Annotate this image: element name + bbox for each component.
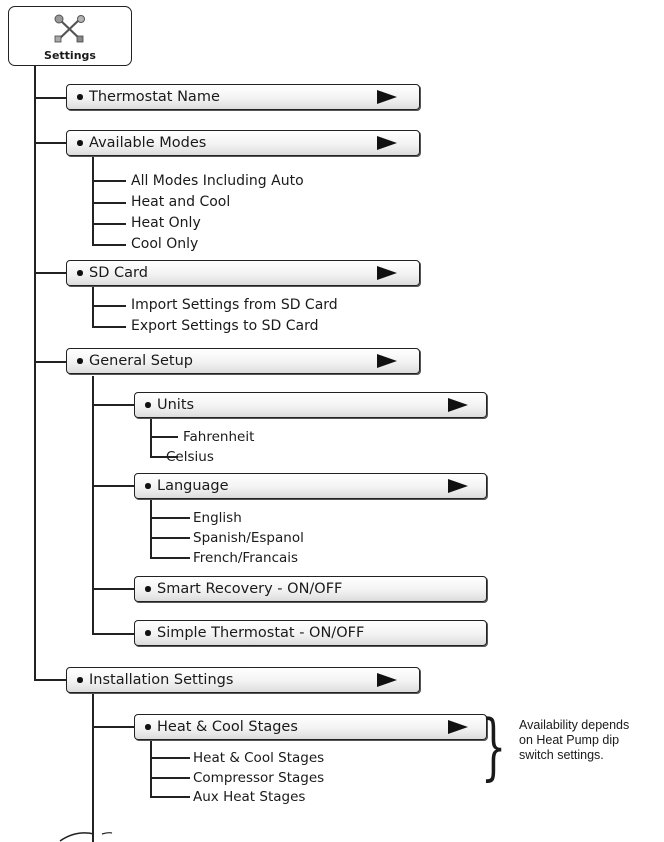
language-button[interactable]: Language	[134, 473, 487, 499]
stage-option-aux-heat: Aux Heat Stages	[193, 789, 306, 805]
general-branch-language	[92, 485, 134, 487]
general-branch-simple	[92, 633, 134, 635]
sd-vline	[92, 287, 94, 327]
language-vline	[150, 500, 152, 558]
units-branch-2	[150, 456, 178, 458]
simple-thermostat-button[interactable]: Simple Thermostat - ON/OFF	[134, 620, 487, 646]
stages-branch-1	[150, 757, 190, 759]
units-button[interactable]: Units	[134, 392, 487, 418]
trunk-line	[34, 66, 36, 680]
bullet-icon	[77, 270, 83, 276]
play-arrow-icon	[377, 354, 397, 368]
play-arrow-icon	[448, 398, 468, 412]
branch-general-setup	[34, 361, 66, 363]
available-modes-button[interactable]: Available Modes	[66, 130, 420, 156]
thermostat-name-button[interactable]: Thermostat Name	[66, 84, 420, 110]
bullet-icon	[145, 630, 151, 636]
simple-thermostat-label: Simple Thermostat - ON/OFF	[157, 625, 365, 641]
stages-branch-2	[150, 777, 190, 779]
note-line-3: switch settings.	[519, 748, 604, 762]
bullet-icon	[77, 358, 83, 364]
play-arrow-icon	[377, 136, 397, 150]
language-option-french: French/Francais	[193, 550, 299, 566]
bullet-icon	[77, 94, 83, 100]
units-vline	[150, 419, 152, 457]
note-line-2: on Heat Pump dip	[519, 733, 620, 747]
mode-option-heat-cool: Heat and Cool	[131, 194, 231, 210]
play-arrow-icon	[377, 266, 397, 280]
play-arrow-icon	[377, 673, 397, 687]
note-line-1: Availability depends	[519, 718, 630, 732]
installation-settings-label: Installation Settings	[89, 672, 234, 688]
bullet-icon	[145, 724, 151, 730]
stage-option-compressor: Compressor Stages	[193, 770, 325, 786]
play-arrow-icon	[377, 90, 397, 104]
general-setup-button[interactable]: General Setup	[66, 348, 420, 374]
bullet-icon	[145, 586, 151, 592]
sd-branch-1	[92, 305, 126, 307]
language-branch-2	[150, 537, 190, 539]
language-option-spanish: Spanish/Espanol	[193, 530, 304, 546]
mode-option-all: All Modes Including Auto	[131, 173, 304, 189]
general-branch-smart	[92, 588, 134, 590]
bullet-icon	[77, 677, 83, 683]
language-branch-3	[150, 557, 190, 559]
available-modes-label: Available Modes	[89, 135, 207, 151]
mode-option-cool-only: Cool Only	[131, 236, 199, 252]
bullet-icon	[145, 402, 151, 408]
language-label: Language	[157, 478, 229, 494]
bullet-icon	[77, 140, 83, 146]
installation-settings-button[interactable]: Installation Settings	[66, 667, 420, 693]
availability-note: Availability depends on Heat Pump dip sw…	[519, 718, 659, 763]
units-option-fahrenheit: Fahrenheit	[183, 429, 255, 445]
tools-icon	[53, 14, 87, 48]
right-brace: }	[481, 704, 507, 788]
settings-label: Settings	[44, 49, 96, 62]
general-vline	[92, 376, 94, 634]
bullet-icon	[145, 483, 151, 489]
branch-available-modes	[34, 142, 66, 144]
modes-branch-3	[92, 223, 126, 225]
branch-thermostat-name	[34, 97, 66, 99]
language-option-english: English	[193, 510, 242, 526]
play-arrow-icon	[448, 720, 468, 734]
stages-vline	[150, 741, 152, 797]
modes-branch-4	[92, 244, 126, 246]
units-branch-1	[150, 436, 178, 438]
heat-cool-stages-label: Heat & Cool Stages	[157, 719, 298, 735]
branch-sd-card	[34, 272, 66, 274]
modes-branch-1	[92, 180, 126, 182]
mode-option-heat-only: Heat Only	[131, 215, 201, 231]
modes-branch-2	[92, 202, 126, 204]
install-branch-stages	[92, 726, 134, 728]
install-vline	[92, 694, 94, 842]
general-setup-label: General Setup	[89, 353, 193, 369]
units-label: Units	[157, 397, 195, 413]
language-branch-1	[150, 517, 190, 519]
general-branch-units	[92, 404, 134, 406]
heat-cool-stages-button[interactable]: Heat & Cool Stages	[134, 714, 487, 740]
sd-card-button[interactable]: SD Card	[66, 260, 420, 286]
sd-branch-2	[92, 326, 126, 328]
play-arrow-icon	[448, 479, 468, 493]
branch-installation-settings	[34, 679, 66, 681]
stage-option-heat-cool: Heat & Cool Stages	[193, 750, 325, 766]
continuation-curve	[59, 832, 113, 842]
thermostat-name-label: Thermostat Name	[89, 89, 220, 105]
settings-root[interactable]: Settings	[8, 6, 132, 66]
smart-recovery-button[interactable]: Smart Recovery - ON/OFF	[134, 576, 487, 602]
modes-vline	[92, 157, 94, 245]
sd-card-label: SD Card	[89, 265, 148, 281]
sd-option-export: Export Settings to SD Card	[131, 318, 319, 334]
stages-branch-3	[150, 796, 190, 798]
smart-recovery-label: Smart Recovery - ON/OFF	[157, 581, 343, 597]
sd-option-import: Import Settings from SD Card	[131, 297, 338, 313]
units-option-celsius: Celsius	[166, 449, 214, 465]
